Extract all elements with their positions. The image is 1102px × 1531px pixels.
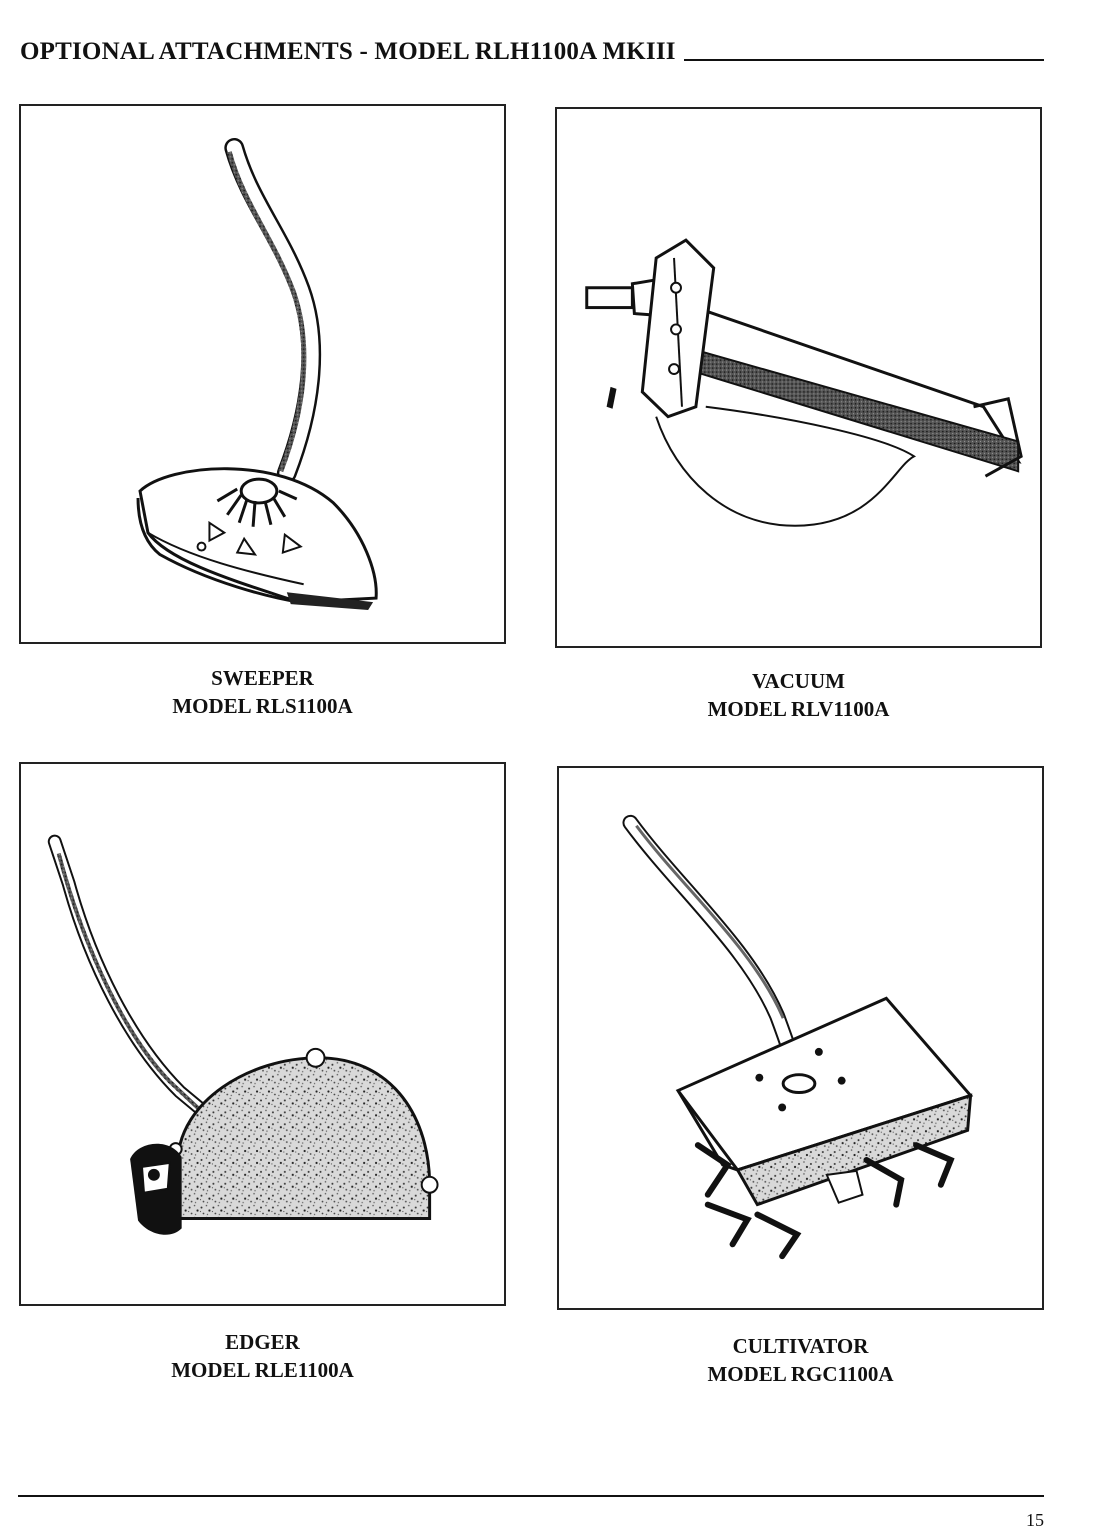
edger-caption: EDGER MODEL RLE1100A bbox=[19, 1328, 506, 1384]
attachment-name: EDGER bbox=[19, 1328, 506, 1356]
attachment-name: SWEEPER bbox=[19, 664, 506, 692]
page-header: OPTIONAL ATTACHMENTS - MODEL RLH1100A MK… bbox=[20, 30, 1044, 66]
attachment-name: CULTIVATOR bbox=[557, 1332, 1044, 1360]
sweeper-panel bbox=[19, 104, 506, 644]
attachment-model: MODEL RLE1100A bbox=[19, 1356, 506, 1384]
edger-panel bbox=[19, 762, 506, 1306]
vacuum-caption: VACUUM MODEL RLV1100A bbox=[555, 667, 1042, 723]
attachment-model: MODEL RLV1100A bbox=[555, 695, 1042, 723]
attachment-model: MODEL RLS1100A bbox=[19, 692, 506, 720]
cultivator-illustration bbox=[559, 768, 1042, 1308]
footer-rule bbox=[18, 1495, 1044, 1497]
cultivator-caption: CULTIVATOR MODEL RGC1100A bbox=[557, 1332, 1044, 1388]
sweeper-illustration bbox=[21, 106, 504, 642]
vacuum-panel bbox=[555, 107, 1042, 648]
attachment-model: MODEL RGC1100A bbox=[557, 1360, 1044, 1388]
cultivator-panel bbox=[557, 766, 1044, 1310]
vacuum-illustration bbox=[557, 109, 1040, 646]
page-title: OPTIONAL ATTACHMENTS - MODEL RLH1100A MK… bbox=[20, 38, 676, 66]
attachment-name: VACUUM bbox=[555, 667, 1042, 695]
edger-illustration bbox=[21, 764, 504, 1304]
header-rule bbox=[684, 59, 1044, 61]
sweeper-caption: SWEEPER MODEL RLS1100A bbox=[19, 664, 506, 720]
